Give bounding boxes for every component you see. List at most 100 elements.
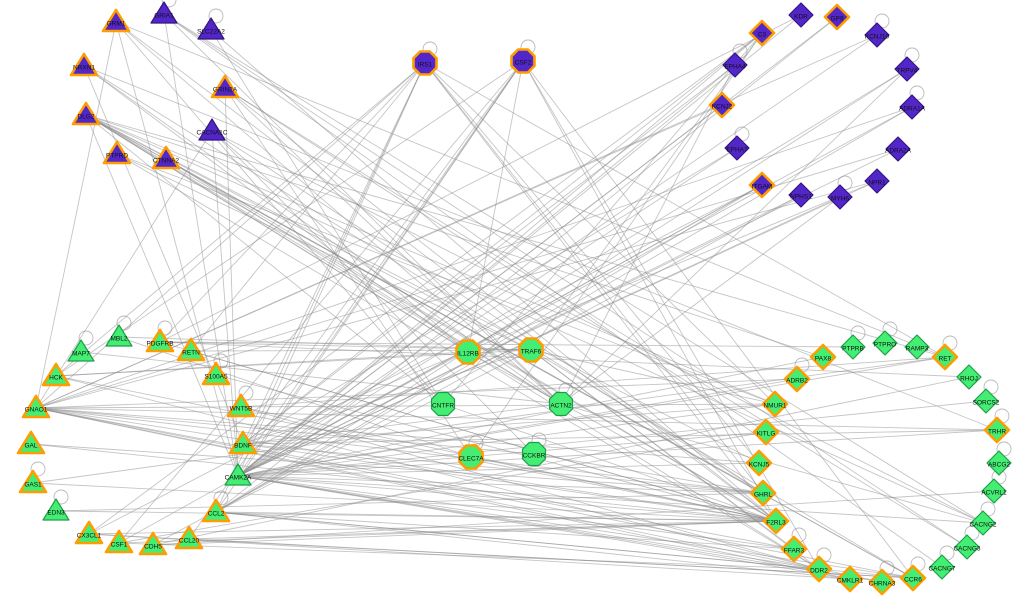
node-DLG2[interactable]: DLG2 (71, 101, 101, 126)
edge-SLC22A2-CNTFR (210, 29, 444, 405)
edge-DLG2-KCNJ5 (85, 114, 760, 464)
edge-IRS1-HCK (55, 62, 426, 377)
node-RHOJ[interactable]: RHOJ (956, 364, 982, 390)
node-NRXN1[interactable]: NRXN1 (69, 52, 99, 77)
node-CCKBR[interactable]: CCKBR (521, 441, 547, 467)
edge-ADRA2A-GNAO1 (35, 148, 899, 409)
diamond-shape (752, 418, 780, 446)
edge-BDNF-TRHR (242, 429, 998, 445)
edge-CAMK2A-CACNG2 (237, 475, 984, 524)
self-loop-GRIA1 (161, 0, 177, 8)
edge-C3-TRAF6 (530, 32, 763, 351)
edge-CAMK2A-SORCS2 (237, 400, 987, 477)
edge-CSF2-DDR2 (522, 60, 820, 570)
triangle-shape (151, 145, 181, 170)
edge-IRS1-PDGFRB (159, 62, 426, 343)
node-HCK[interactable]: HCK (41, 362, 71, 387)
self-loop-SLC22A2 (208, 8, 224, 24)
triangle-shape (210, 74, 240, 99)
node-CMKLR1[interactable]: CMKLR1 (836, 565, 864, 593)
edge-NPHS1-CDH5 (152, 194, 802, 546)
edge-PDGFRB-RHOJ (159, 341, 970, 378)
diamond-shape (783, 365, 811, 393)
edge-EPHA4-CAMK2A (237, 64, 736, 477)
triangle-shape (105, 324, 133, 347)
diamond-shape (748, 171, 776, 199)
triangle-shape (224, 463, 252, 486)
edge-CDH5-F2RL3 (152, 520, 777, 546)
edge-GRM1-GNAO1 (35, 21, 117, 409)
edges-layer (30, 13, 998, 583)
edge-CSF2-IL12RB (467, 60, 524, 353)
edge-MAP7-ACTN2 (80, 351, 562, 405)
edge-NPHS1-CAMK2A (237, 194, 802, 477)
diamond-shape (805, 555, 833, 583)
edge-TRAF6-NMUR1 (530, 349, 776, 405)
diamond-shape (864, 22, 890, 48)
diamond-shape (954, 534, 980, 560)
edge-HCK-DDR2 (55, 375, 820, 570)
edge-CSF1-DDR2 (118, 542, 820, 570)
edge-CSF2-F2RL3 (522, 60, 777, 522)
node-RAMP3[interactable]: RAMP3 (904, 334, 930, 360)
edge-C3-CAMK2A (237, 32, 763, 477)
diamond-shape (840, 334, 866, 360)
node-TRAF6[interactable]: TRAF6 (518, 337, 544, 363)
edge-NRXN1-IL12RB (83, 65, 469, 353)
edge-S100A5-F2RL3 (215, 374, 777, 522)
triangle-shape (69, 52, 99, 77)
diamond-shape (745, 449, 773, 477)
edge-NPR1-GNAO1 (35, 180, 878, 409)
node-IRS1[interactable]: IRS1 (412, 50, 438, 76)
node-GRM1[interactable]: GRM1 (101, 8, 131, 33)
diamond-shape (708, 91, 736, 119)
node-CTNNA2[interactable]: CTNNA2 (151, 145, 181, 170)
edge-BDNF-GHRL (242, 443, 764, 494)
node-CX3CL1[interactable]: CX3CL1 (74, 520, 104, 545)
edge-CAMK2A-F2RL3 (237, 475, 777, 522)
node-CLEC7A[interactable]: CLEC7A (458, 444, 484, 470)
edge-GRM1-CNTFR (115, 21, 444, 405)
node-CNTFR[interactable]: CNTFR (430, 391, 456, 417)
edge-EDN3-GHRL (55, 492, 764, 512)
node-KDR[interactable]: KDR (788, 2, 814, 28)
node-GNAO1[interactable]: GNAO1 (21, 394, 51, 419)
node-ADRA2A[interactable]: ADRA2A (885, 136, 912, 162)
node-PTPRD[interactable]: PTPRD (102, 140, 132, 165)
edge-CAMK2A-KCNJ5 (237, 462, 760, 477)
edge-NPR1-BDNF (242, 180, 878, 445)
diamond-shape (956, 364, 982, 390)
node-KCNJ2[interactable]: KCNJ2 (708, 91, 736, 119)
edge-GRM1-CAMK2A (115, 21, 239, 477)
edge-CLEC7A-F2RL3 (470, 456, 777, 522)
node-GP9[interactable]: GP9 (823, 3, 851, 31)
edge-GRIN2A-KITLG (224, 87, 767, 433)
node-GHRL[interactable]: GHRL (749, 479, 777, 507)
node-NPR1[interactable]: NPR1 (864, 168, 890, 194)
edge-EPHA7-CAMK2A (237, 147, 738, 477)
node-C3[interactable]: C3 (748, 19, 776, 47)
edge-EPHA7-BDNF (242, 147, 738, 445)
edge-IRS1-RETN (190, 62, 426, 352)
edge-IRS1-CCL2 (215, 62, 426, 513)
edge-CAMK2A-PAX8 (237, 356, 824, 477)
edge-GNAO1-FFAR3 (35, 407, 795, 550)
edge-IRS1-RET (424, 62, 946, 358)
edge-GNAO1-NMUR1 (35, 403, 776, 409)
node-GRIN2A[interactable]: GRIN2A (210, 74, 240, 99)
edge-GNAO1-CCR6 (35, 407, 914, 579)
triangle-shape (150, 1, 178, 24)
edge-EDN3-F2RL3 (55, 510, 777, 522)
node-CSF2[interactable]: CSF2 (510, 48, 536, 74)
edge-ITGAM-CX3CL1 (88, 184, 763, 535)
edge-GNAO1-CMKLR1 (35, 407, 851, 580)
triangle-shape (138, 531, 168, 556)
diamond-shape (749, 479, 777, 507)
node-KCNJ5[interactable]: KCNJ5 (745, 449, 773, 477)
node-ACTN2[interactable]: ACTN2 (548, 391, 574, 417)
edge-TRPV4-ACTN2 (560, 68, 908, 405)
node-GAL[interactable]: GAL (16, 430, 46, 455)
node-IL12RB[interactable]: IL12RB (455, 339, 481, 365)
edge-PDGFRB-PTPRB (159, 341, 854, 348)
